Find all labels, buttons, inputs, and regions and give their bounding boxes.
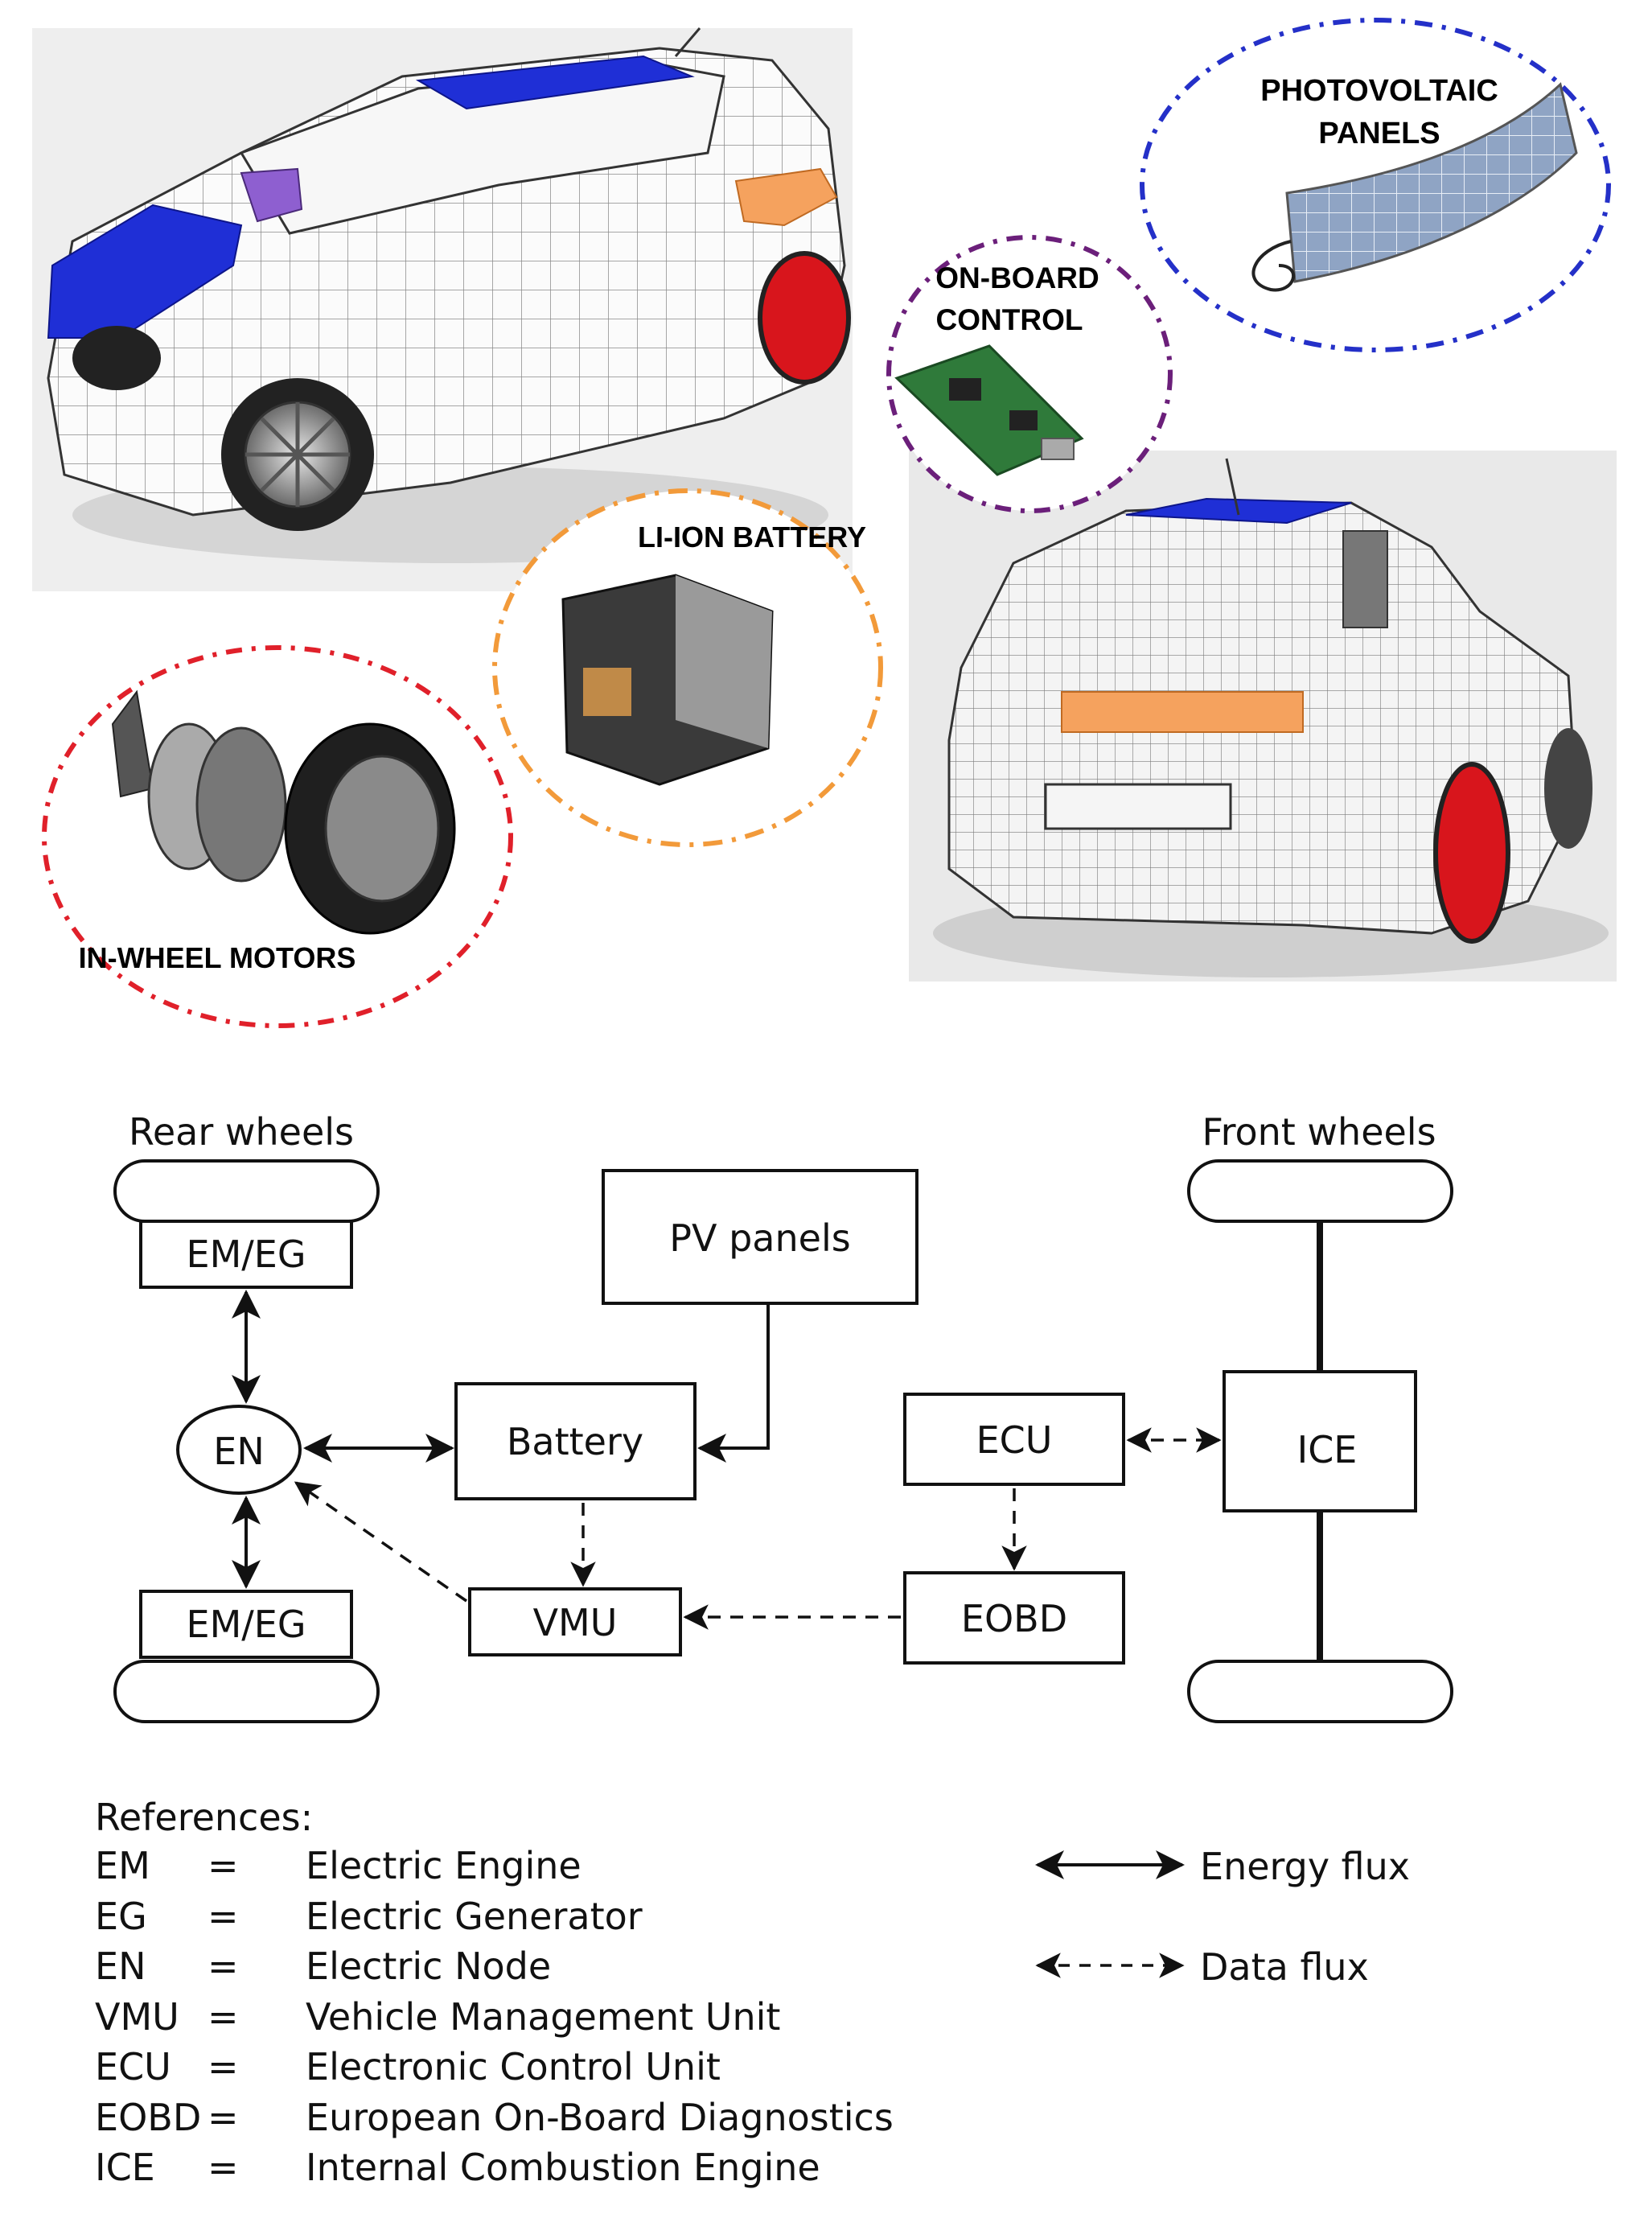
em-eg-bottom-box — [139, 1590, 353, 1659]
battery-label: Battery — [507, 1420, 643, 1463]
rear-wheels-label: Rear wheels — [129, 1110, 354, 1154]
onboard-control-callout: ON-BOARD CONTROL — [886, 235, 1173, 513]
em-eg-bottom-label: EM/EG — [187, 1603, 306, 1646]
reference-abbreviation: EN — [95, 1944, 146, 1988]
ice-box — [1223, 1370, 1417, 1512]
eobd-label: EOBD — [961, 1597, 1067, 1640]
em-eg-top-box — [139, 1220, 353, 1289]
energy-flux-pv-battery — [697, 1303, 770, 1463]
reference-meaning: Electric Node — [306, 1944, 552, 1988]
battery-callout: LI-ION BATTERY — [492, 488, 883, 847]
motors-callout-label: IN-WHEEL MOTORS — [79, 941, 356, 974]
front-wheel-top — [1187, 1159, 1453, 1223]
vmu-label: VMU — [533, 1601, 618, 1644]
reference-equals: = — [208, 1844, 239, 1887]
block-diagram — [113, 1159, 1453, 1978]
reference-equals: = — [208, 2045, 239, 2088]
pv-panel-image — [1285, 82, 1578, 283]
reference-equals: = — [208, 1894, 239, 1938]
eobd-box — [903, 1571, 1125, 1665]
reference-equals: = — [208, 1994, 239, 2039]
control-board-image — [894, 344, 1084, 476]
battery-callout-label: LI-ION BATTERY — [638, 521, 866, 554]
pv-callout-line-1: PHOTOVOLTAIC — [1260, 74, 1498, 108]
pv-panels-label: PV panels — [669, 1216, 850, 1260]
vmu-box — [468, 1587, 682, 1656]
reference-abbreviation: ECU — [95, 2045, 171, 2088]
legend-energy-label: Energy flux — [1200, 1845, 1410, 1888]
legend-data-label: Data flux — [1200, 1945, 1369, 1989]
reference-equals: = — [208, 2095, 239, 2139]
rear-wheel-top — [113, 1159, 380, 1223]
pv-panels-box — [602, 1169, 918, 1305]
reference-meaning: European On-Board Diagnostics — [306, 2095, 894, 2139]
em-eg-top-label: EM/EG — [187, 1233, 306, 1276]
data-flux-vmu-en — [294, 1481, 467, 1603]
motors-callout: IN-WHEEL MOTORS — [42, 645, 513, 1028]
reference-abbreviation: EOBD — [95, 2095, 202, 2139]
front-wheels-label: Front wheels — [1202, 1110, 1436, 1154]
reference-abbreviation: ICE — [95, 2146, 155, 2189]
car-rear-view — [909, 451, 1617, 981]
reference-equals: = — [208, 2146, 239, 2189]
reference-meaning: Electric Generator — [306, 1894, 643, 1938]
references-title: References: — [95, 1796, 314, 1839]
onboard-callout-line-2: CONTROL — [936, 303, 1083, 336]
onboard-callout-line-1: ON-BOARD — [935, 261, 1099, 294]
reference-abbreviation: EM — [95, 1844, 150, 1887]
en-label: EN — [213, 1430, 264, 1473]
ecu-label: ECU — [976, 1418, 1053, 1462]
rear-wheel-bottom — [113, 1660, 380, 1723]
reference-meaning: Electric Engine — [306, 1844, 581, 1887]
reference-meaning: Vehicle Management Unit — [306, 1994, 781, 2039]
battery-box — [454, 1382, 697, 1500]
front-wheel-bottom — [1187, 1660, 1453, 1723]
ice-label: ICE — [1297, 1428, 1358, 1471]
en-node — [176, 1405, 302, 1495]
reference-abbreviation: VMU — [95, 1994, 179, 2039]
photovoltaic-callout: PHOTOVOLTAIC PANELS — [1140, 18, 1611, 352]
reference-equals: = — [208, 1944, 239, 1988]
pv-callout-line-2: PANELS — [1318, 117, 1440, 150]
reference-abbreviation: EG — [95, 1894, 147, 1938]
ecu-box — [903, 1393, 1125, 1486]
reference-meaning: Internal Combustion Engine — [306, 2146, 820, 2189]
reference-meaning: Electronic Control Unit — [306, 2045, 721, 2088]
